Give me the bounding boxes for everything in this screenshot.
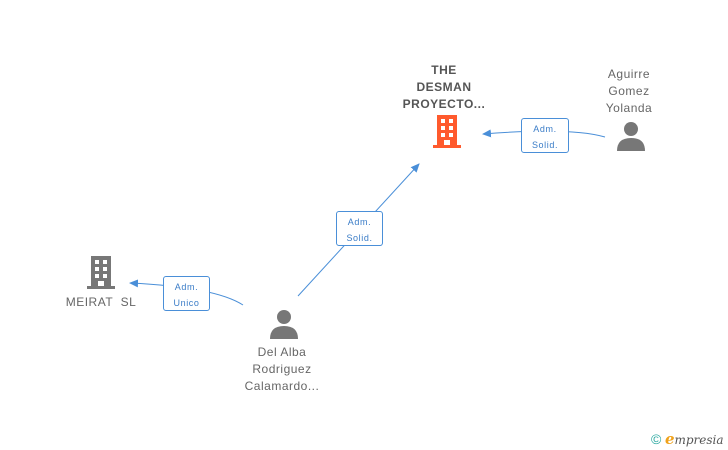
brand-rest: mpresia (674, 433, 724, 447)
node-label-the-desman[interactable]: THE DESMAN PROYECTO... (394, 62, 494, 113)
relation-badge-delalba-desman[interactable]: Adm. Solid. (336, 211, 383, 246)
copyright-icon: © (651, 431, 662, 447)
label-line: Gomez (608, 84, 650, 98)
empresia-logo: © empresia (651, 430, 724, 448)
label-line: Calamardo... (244, 379, 320, 393)
label-line: Del Alba (257, 345, 307, 359)
label-line: THE (431, 63, 457, 77)
label-line: DESMAN (416, 80, 472, 94)
node-label-aguirre[interactable]: Aguirre Gomez Yolanda (589, 66, 669, 117)
label-line: MEIRAT SL (65, 295, 137, 309)
person-icon[interactable] (615, 120, 647, 152)
badge-line: Adm. (347, 217, 372, 227)
badge-line: Solid. (346, 233, 373, 243)
node-label-del-alba[interactable]: Del Alba Rodriguez Calamardo... (232, 344, 332, 395)
badge-line: Adm. (533, 124, 557, 134)
label-line: Aguirre (607, 67, 651, 81)
node-label-meirat[interactable]: MEIRAT SL (56, 294, 146, 311)
brand-e: e (664, 430, 675, 448)
badge-line: Unico (173, 298, 200, 308)
label-line: Rodriguez (252, 362, 312, 376)
person-icon[interactable] (268, 308, 300, 340)
badge-line: Solid. (531, 140, 559, 150)
relation-badge-aguirre-desman[interactable]: Adm. Solid. (521, 118, 569, 153)
badge-line: Adm. (174, 282, 199, 292)
building-icon[interactable] (431, 113, 463, 149)
label-line: PROYECTO... (402, 97, 486, 111)
building-icon[interactable] (85, 254, 117, 290)
label-line: Yolanda (605, 101, 653, 115)
relation-badge-delalba-meirat[interactable]: Adm. Unico (163, 276, 210, 311)
